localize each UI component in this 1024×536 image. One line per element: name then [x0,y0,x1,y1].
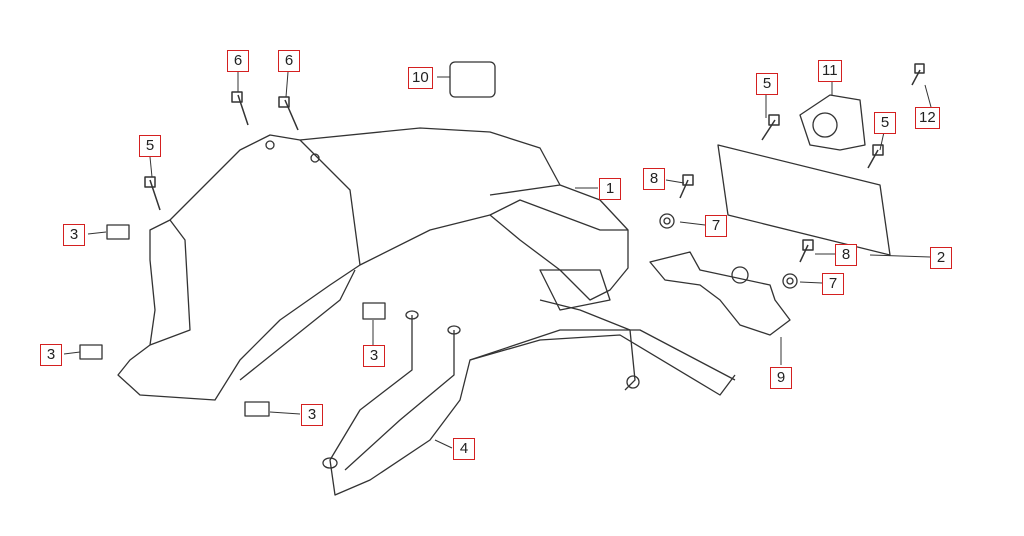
callout-3: 3 [363,345,385,367]
grab-rail-part [322,299,736,496]
leader-lines [63,71,932,449]
bolts [144,63,925,263]
callout-5: 5 [139,135,161,157]
reflector-part [449,61,496,98]
callout-11: 11 [818,60,842,82]
callout-3: 3 [301,404,323,426]
callout-12: 12 [915,107,940,129]
callout-8: 8 [835,244,857,266]
callout-6: 6 [227,50,249,72]
callout-7: 7 [705,215,727,237]
rear-fender-part [117,127,629,401]
callout-8: 8 [643,168,665,190]
plate-bracket-part [649,251,791,336]
license-plate-part [717,144,891,256]
callout-4: 4 [453,438,475,460]
callout-5: 5 [874,112,896,134]
callout-3: 3 [40,344,62,366]
callout-1: 1 [599,178,621,200]
callout-7: 7 [822,273,844,295]
callout-3: 3 [63,224,85,246]
callout-9: 9 [770,367,792,389]
callout-6: 6 [278,50,300,72]
callout-5: 5 [756,73,778,95]
license-light-part [799,94,866,151]
callout-10: 10 [408,67,433,89]
callout-2: 2 [930,247,952,269]
